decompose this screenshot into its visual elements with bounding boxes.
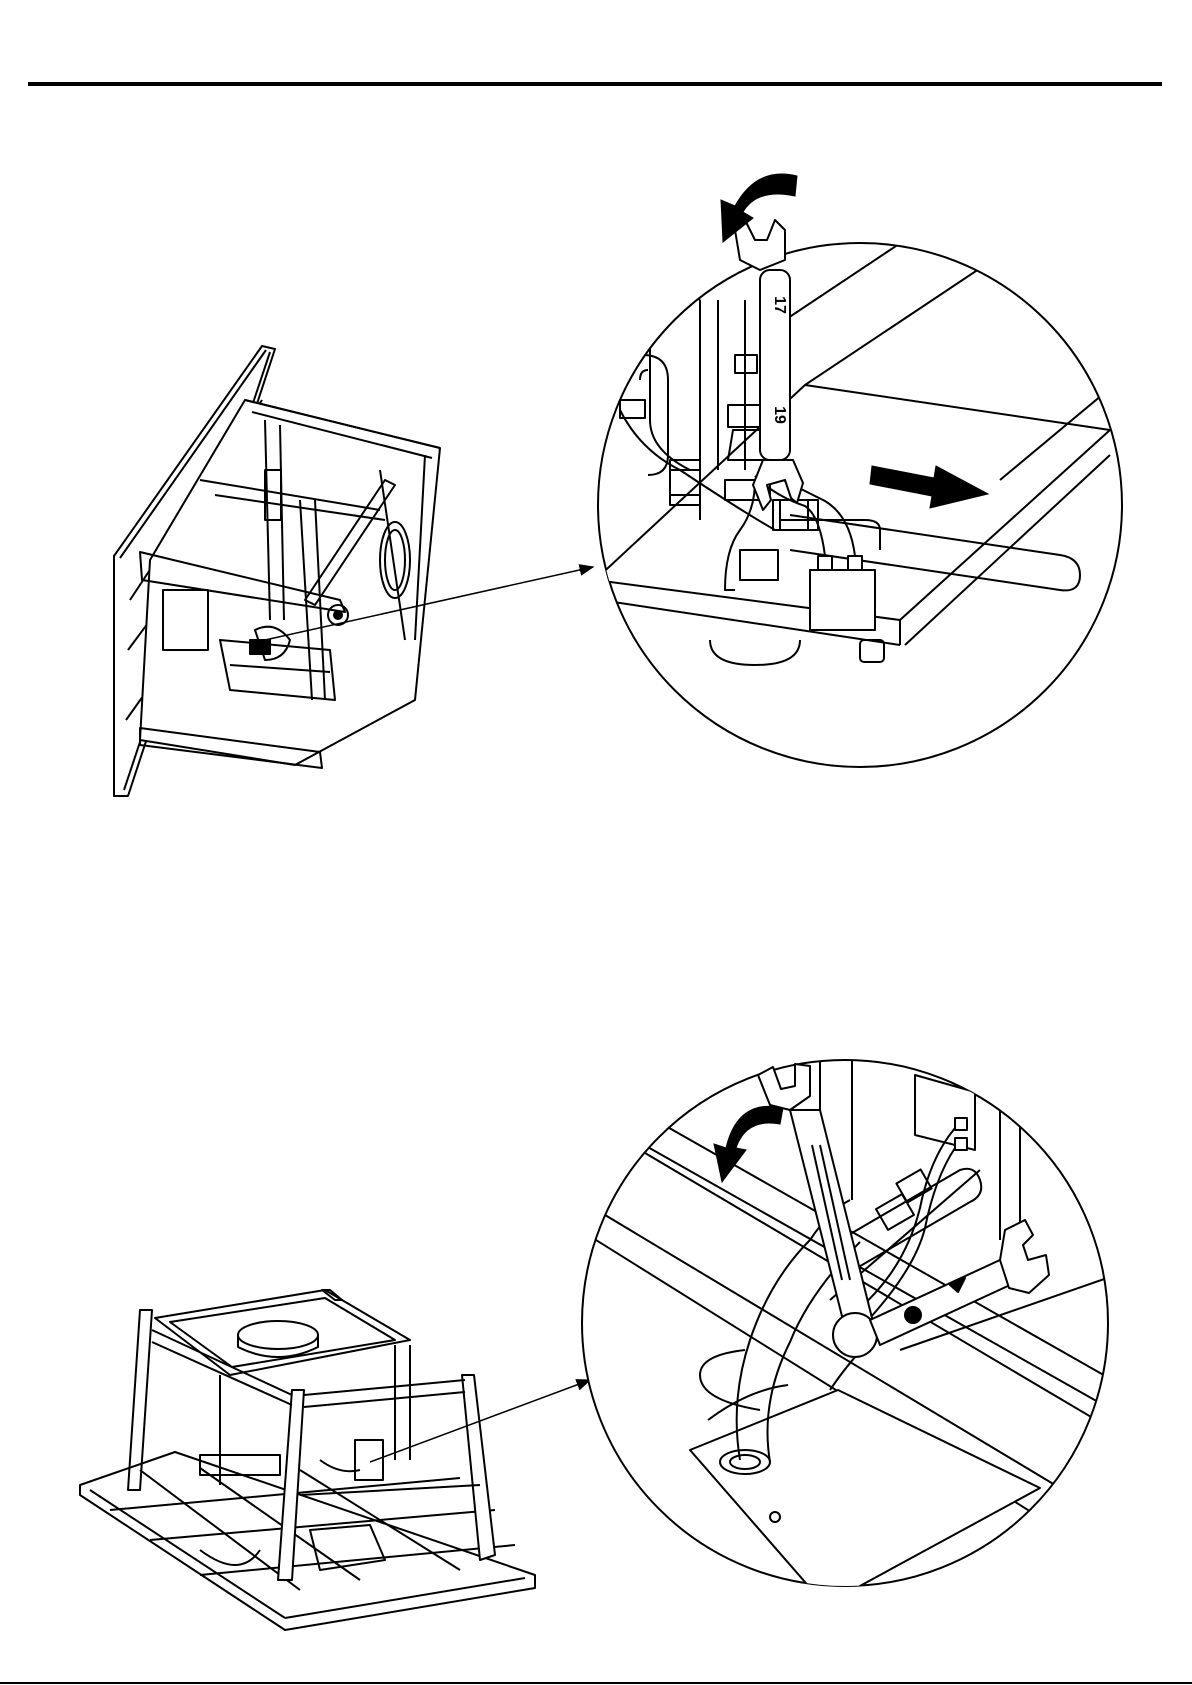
frame-drawing-top — [114, 346, 440, 796]
detail-circle-bottom — [580, 1060, 1130, 1605]
wrench-size-19-label: 19 — [771, 406, 788, 424]
detail-circle-top: 17 19 — [595, 174, 1122, 767]
frame-drawing-bottom — [80, 1290, 535, 1630]
wrench-size-17-label: 17 — [771, 296, 788, 314]
